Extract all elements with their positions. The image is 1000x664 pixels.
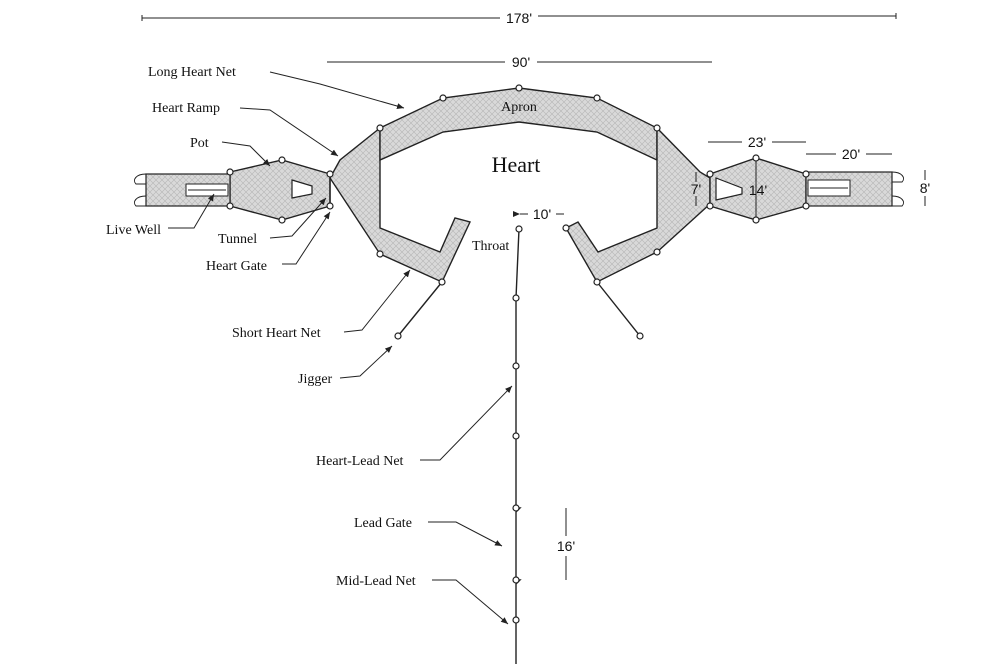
right-tunnel bbox=[715, 177, 743, 201]
lead-net bbox=[515, 228, 522, 664]
right-live-well bbox=[805, 171, 905, 207]
net-posts bbox=[226, 84, 810, 624]
left-heart-wing bbox=[329, 126, 471, 283]
throat-gap-dim: 10' bbox=[533, 206, 551, 222]
throat-label: Throat bbox=[472, 239, 509, 254]
heart-net bbox=[329, 87, 711, 283]
apron-band bbox=[379, 87, 658, 162]
short-heart-net-label: Short Heart Net bbox=[232, 326, 321, 341]
live-well-length-dim: 20' bbox=[842, 146, 860, 162]
tunnel-opening-dim: 7' bbox=[691, 181, 701, 197]
live-well-label: Live Well bbox=[106, 223, 161, 238]
lead-gate-label: Lead Gate bbox=[354, 516, 412, 531]
long-heart-net-label: Long Heart Net bbox=[148, 65, 236, 80]
jigger-label: Jigger bbox=[298, 372, 333, 387]
apron-width-dim: 90' bbox=[512, 54, 530, 70]
lead-gate-length-dim: 16' bbox=[557, 538, 575, 554]
pot-length-dim: 23' bbox=[748, 134, 766, 150]
mid-lead-net-label: Mid-Lead Net bbox=[336, 574, 416, 589]
live-well-width-dim: 8' bbox=[920, 180, 930, 196]
tunnel-label: Tunnel bbox=[218, 232, 257, 247]
heart-gate-label: Heart Gate bbox=[206, 259, 267, 274]
dimension-lines bbox=[141, 13, 926, 580]
apron-label: Apron bbox=[501, 100, 537, 115]
left-tunnel bbox=[291, 179, 313, 199]
left-jigger bbox=[397, 281, 443, 337]
right-pot bbox=[709, 157, 807, 221]
pot-width-dim: 14' bbox=[749, 182, 767, 198]
right-jigger bbox=[596, 281, 641, 337]
labels: Heart Apron Throat Long Heart Net Heart … bbox=[106, 65, 540, 589]
total-width-dim: 178' bbox=[506, 10, 532, 26]
heart-lead-net-label: Heart-Lead Net bbox=[316, 454, 404, 469]
pot-label: Pot bbox=[190, 136, 209, 151]
heart-ramp-label: Heart Ramp bbox=[152, 101, 220, 116]
heart-label: Heart bbox=[492, 152, 541, 177]
left-live-well bbox=[133, 173, 231, 207]
dimension-labels: 178' 90' 10' 23' 20' 7' 14' 8' 16' bbox=[506, 10, 930, 554]
leader-lines bbox=[168, 71, 513, 625]
